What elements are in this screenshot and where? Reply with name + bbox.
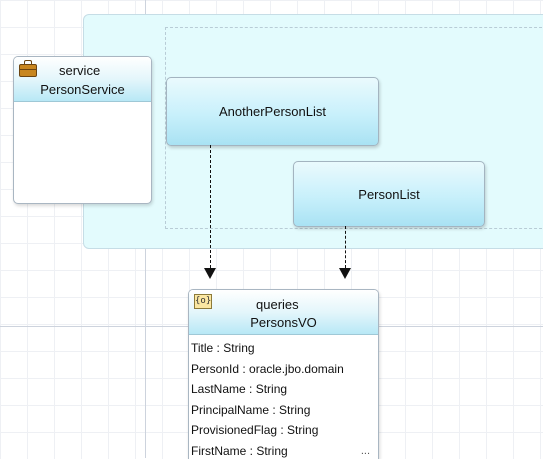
- instance-label: PersonList: [358, 187, 419, 202]
- view-object-icon: {o}: [194, 294, 212, 309]
- service-name: PersonService: [14, 82, 151, 97]
- service-card[interactable]: service PersonService: [13, 56, 152, 204]
- attribute-item[interactable]: FirstName : String: [191, 441, 378, 459]
- more-attributes-indicator[interactable]: ...: [361, 445, 370, 457]
- query-stereotype: queries: [256, 297, 299, 312]
- query-card[interactable]: {o} queries PersonsVO Title : String Per…: [188, 289, 379, 459]
- attribute-item[interactable]: PersonId : oracle.jbo.domain: [191, 359, 378, 380]
- briefcase-icon: [19, 64, 37, 77]
- query-card-header: {o} queries PersonsVO: [189, 290, 378, 335]
- instance-person-list[interactable]: PersonList: [293, 161, 485, 227]
- service-stereotype: service: [59, 63, 100, 78]
- attribute-item[interactable]: LastName : String: [191, 379, 378, 400]
- arrow-head-icon: [204, 268, 216, 279]
- attribute-item[interactable]: Title : String: [191, 338, 378, 359]
- instance-another-person-list[interactable]: AnotherPersonList: [166, 77, 379, 146]
- dependency-arrow-line: [210, 145, 211, 268]
- dependency-arrow-line: [345, 226, 346, 268]
- service-card-header: service PersonService: [14, 57, 151, 102]
- attribute-item[interactable]: ProvisionedFlag : String: [191, 420, 378, 441]
- attribute-item[interactable]: PrincipalName : String: [191, 400, 378, 421]
- arrow-head-icon: [339, 268, 351, 279]
- attribute-list: Title : String PersonId : oracle.jbo.dom…: [189, 335, 378, 459]
- instance-label: AnotherPersonList: [219, 104, 326, 119]
- query-name: PersonsVO: [189, 315, 378, 330]
